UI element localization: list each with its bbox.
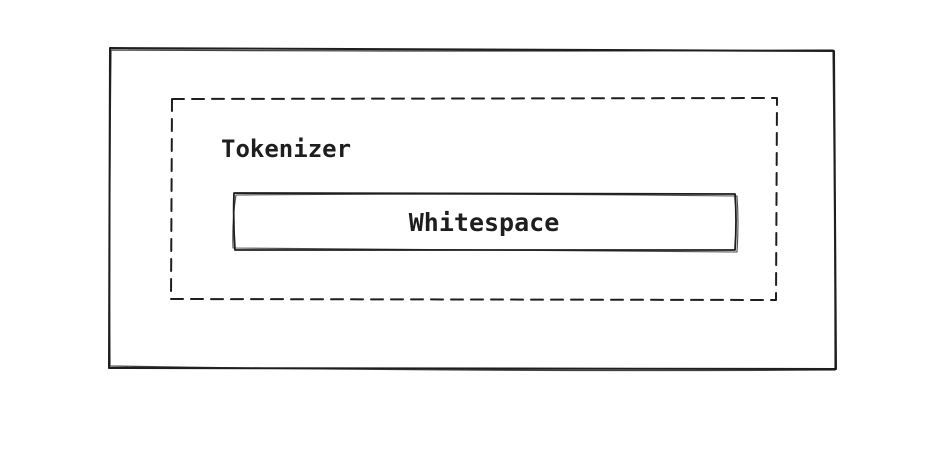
outer-frame [108,47,837,372]
tokenizer-dashed-boundary [170,97,778,301]
tokenizer-label: Tokenizer [221,135,351,163]
whitespace-label: Whitespace [409,208,560,237]
whitespace-box [232,192,739,253]
